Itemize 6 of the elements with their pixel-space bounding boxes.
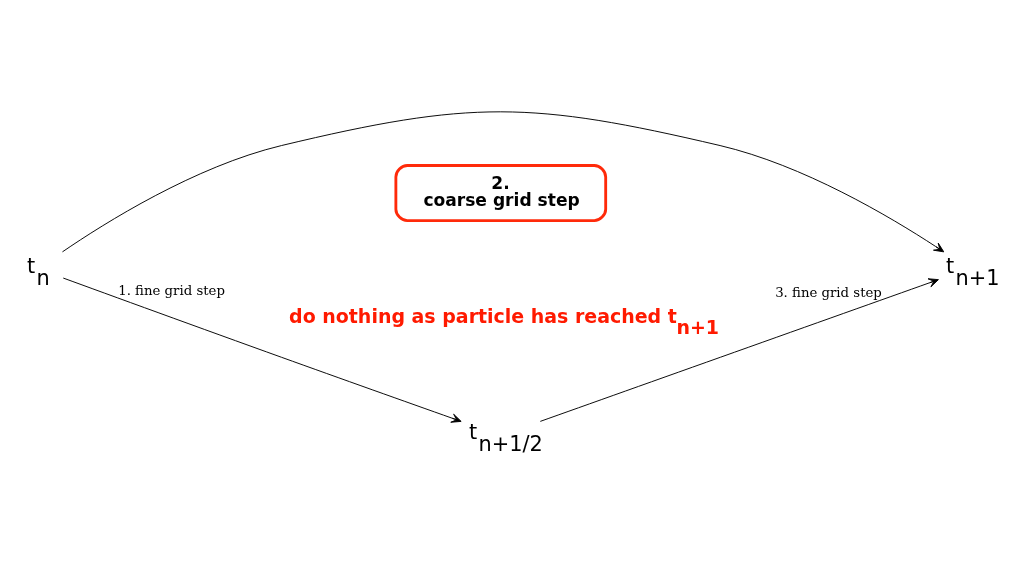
arrow	[62, 110, 945, 252]
arrow	[539, 277, 939, 422]
node-box: 2. coarse grid step	[394, 163, 608, 222]
edge-label: 1. fine grid step	[118, 282, 225, 298]
arrow	[62, 277, 462, 423]
edge-label: 3. fine grid step	[775, 284, 882, 300]
